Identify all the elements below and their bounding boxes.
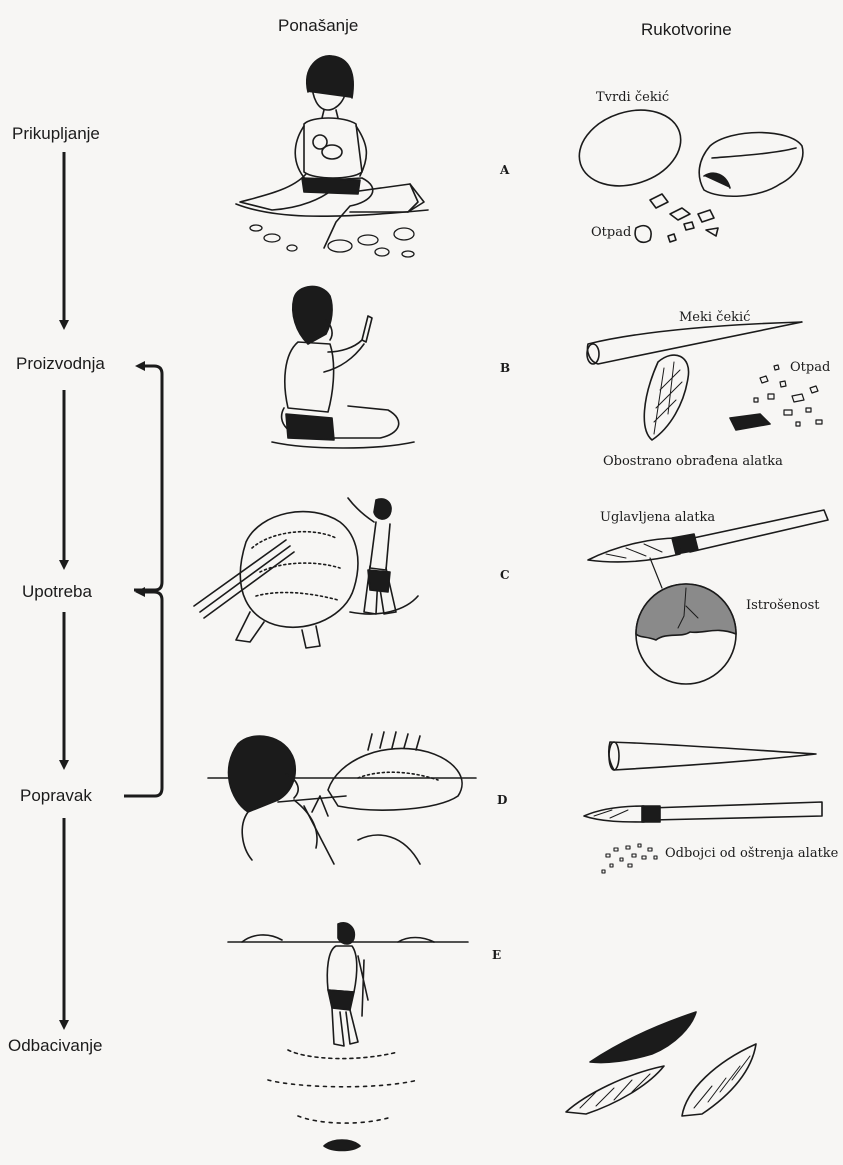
hard-hammer-stone: [569, 98, 690, 199]
artifact-illustration-soft-hammer: [584, 318, 834, 454]
behavior-illustration-use: [190, 492, 430, 652]
hafted-tool-d-blade: [584, 806, 644, 822]
antler-tool-d: [609, 742, 816, 770]
arrow-use-to-production-feedback: [134, 366, 162, 590]
behavior-illustration-discard: [228, 920, 472, 1160]
behavior-illustration-repair: [208, 730, 478, 870]
antler-billet: [587, 322, 802, 364]
hafted-tool-d-handle: [650, 802, 822, 820]
artifact-illustration-repair: [582, 736, 832, 878]
hafted-blade: [588, 538, 680, 562]
artifact-illustration-discard: [566, 1008, 816, 1120]
row-letter-c: C: [500, 568, 510, 582]
caption-hard-hammer: Tvrdi čekić: [596, 90, 669, 105]
row-letter-b: B: [500, 361, 510, 375]
arrow-repair-to-use-feedback: [124, 592, 162, 796]
caption-biface: Obostrano obrađena alatka: [603, 454, 783, 469]
row-letter-e: E: [492, 948, 501, 962]
artifact-illustration-hard-hammer: [570, 104, 830, 254]
tool-binding: [672, 534, 698, 554]
discarded-point-1: [590, 1012, 696, 1063]
tool-handle: [684, 510, 828, 552]
behavior-illustration-gathering: [232, 52, 432, 262]
discarded-point-3: [682, 1044, 756, 1116]
behavior-illustration-production: [268, 282, 418, 452]
row-letter-a: A: [500, 163, 509, 177]
artifact-illustration-hafted-tool: [586, 508, 836, 688]
core-stone: [699, 133, 803, 197]
row-letter-d: D: [497, 793, 507, 807]
